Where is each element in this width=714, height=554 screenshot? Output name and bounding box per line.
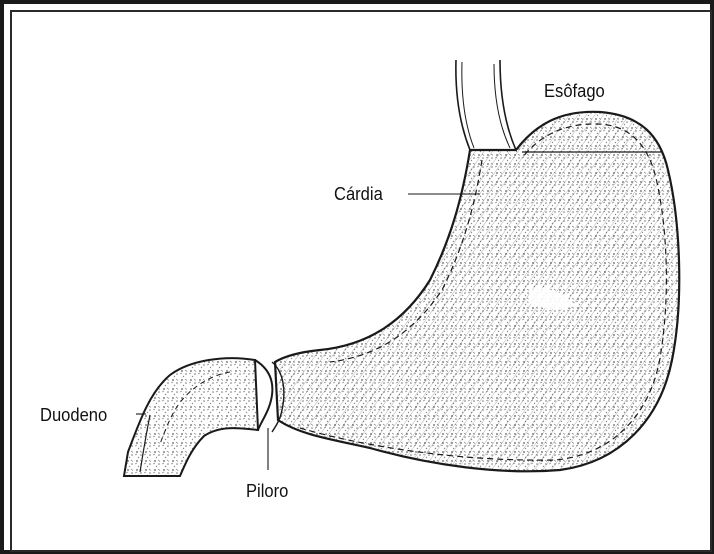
label-duodeno: Duodeno [40, 406, 107, 424]
label-esofago: Esôfago [544, 82, 605, 100]
duodenum [124, 358, 258, 476]
esophagus [456, 60, 516, 150]
label-cardia: Cárdia [334, 185, 383, 203]
stomach-body [275, 112, 679, 471]
label-piloro: Piloro [246, 482, 288, 500]
